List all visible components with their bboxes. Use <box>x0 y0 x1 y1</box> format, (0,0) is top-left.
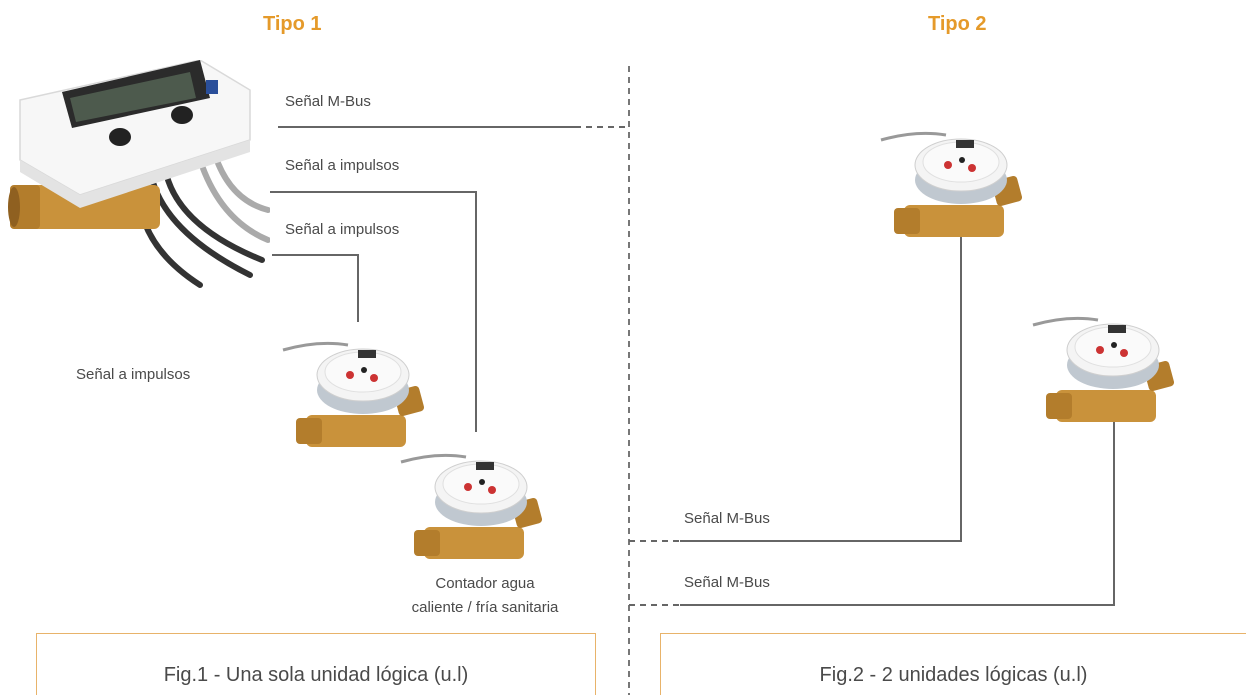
impulse-signal-label: Señal a impulsos <box>285 221 400 238</box>
meter-caption-line2: caliente / fría sanitaria <box>411 599 559 616</box>
tipo2-title: Tipo 2 <box>928 13 987 35</box>
mbus-wire-tipo2-2 <box>680 420 1115 606</box>
figure-caption-box-2: Fig.2 - 2 unidades lógicas (u.l) <box>660 633 1246 695</box>
water-meter-image <box>880 131 1023 237</box>
mbus-signal-label: Señal M-Bus <box>684 510 770 527</box>
water-meter-image <box>400 453 543 559</box>
impulse-signal-label: Señal a impulsos <box>285 157 400 174</box>
tipo1-title: Tipo 1 <box>263 13 322 35</box>
figure-caption-2: Fig.2 - 2 unidades lógicas (u.l) <box>819 664 1088 686</box>
impulse-wire-2 <box>272 254 359 322</box>
mbus-signal-label: Señal M-Bus <box>285 93 371 110</box>
impulse-signal-label-left: Señal a impulsos <box>76 366 191 383</box>
mbus-signal-label: Señal M-Bus <box>684 574 770 591</box>
heat-meter-image <box>8 60 270 288</box>
water-meter-image <box>1032 316 1175 422</box>
mbus-wire-tipo2-1 <box>680 230 962 542</box>
figure-caption-1: Fig.1 - Una sola unidad lógica (u.l) <box>163 664 469 686</box>
figure-caption-box-1: Fig.1 - Una sola unidad lógica (u.l) <box>36 633 596 695</box>
meter-caption-line1: Contador agua <box>435 575 535 592</box>
meter-caption: Contador agua caliente / fría sanitaria <box>385 572 585 620</box>
impulse-wire-1 <box>270 191 477 432</box>
water-meter-image <box>282 341 425 447</box>
